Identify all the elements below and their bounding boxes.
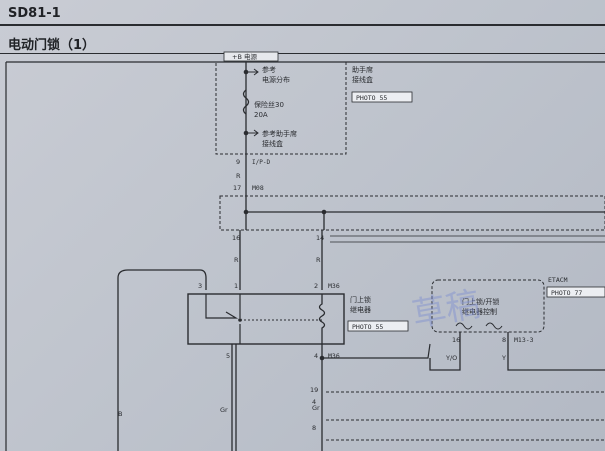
etacm-switch-symbol [455,322,503,330]
fuse-label-1: 保险丝30 [254,100,284,109]
relay-label-1: 门上锁 [350,295,371,304]
shield-lines [330,235,605,243]
etacm-wires [429,332,605,371]
pin-19: 19 [310,386,318,394]
relay-pin-3: 3 [198,282,202,290]
fuse-symbol [242,89,250,115]
page-code: SD81-1 [8,6,61,21]
pin-16-top: 16 [232,234,240,242]
photo-77-box [546,286,605,298]
bus-wire [245,196,605,213]
ref-arrow-1 [246,68,259,76]
header-rule [0,24,605,26]
ref-fuse-box-2: 接线盒 [262,139,283,148]
jp-pin: 9 [236,158,240,166]
page-title: 电动门锁（1） [8,38,96,53]
wire-r1: R [236,172,241,180]
m08-pin: 17 [233,184,241,192]
relay-pin-1: 1 [234,282,238,290]
jp-connector: I/P-D [252,159,270,166]
etacm-connector: M13-3 [514,336,534,344]
relay-pin-4: 4 [314,352,318,360]
relay-label-2: 继电器 [350,305,371,314]
junction-block-outline [219,195,605,231]
wire-b: B [118,410,122,418]
wire-r2: R [234,256,239,264]
power-label: +B 电源 [232,52,257,61]
watermark: 草稿 [409,284,483,335]
etacm-pin-8: 8 [502,336,506,344]
pin-14-top: 14 [316,234,324,242]
title-rule [0,53,605,54]
fuse-box-label-2: 接线盒 [352,75,373,84]
etacm-label: ETACM [548,276,568,284]
fuse-label-2: 20A [254,111,268,119]
loop-wire-b [117,269,207,451]
relay-connector: M36 [328,282,340,290]
etacm-pin-16: 16 [452,336,460,344]
ref-power-2: 电源分布 [262,75,290,84]
ref-fuse-box-1: 参考助手席 [262,129,297,138]
pin-8: 8 [312,424,316,432]
relay-connector-bottom: M36 [328,352,340,360]
etacm-control-2: 继电器控制 [462,307,497,316]
ref-arrow-2 [246,129,259,137]
fuse-box-outline [215,61,347,155]
relay-pin-2: 2 [314,282,318,290]
relay-switch [205,294,241,344]
m08-connector: M08 [252,184,264,192]
wire-gr1: Gr [220,406,228,414]
relay-coil [318,294,326,344]
relay-feed-wires [239,230,323,290]
wire-y: Y [501,354,506,362]
relay-output-wires [231,344,323,451]
photo-77: PHOTO 77 [551,289,582,297]
wire-yo: Y/O [445,354,457,362]
photo-55-a: PHOTO 55 [356,94,387,102]
power-label-box [223,51,279,62]
ref-power-1: 参考 [262,65,276,74]
etacm-outline [431,279,545,333]
relay-pin-5: 5 [226,352,230,360]
wire-gr2: Gr [312,404,320,412]
fuse-box-label-1: 助手席 [352,65,373,74]
photo-55-box-b [347,320,409,332]
photo-55-b: PHOTO 55 [352,323,383,331]
wire-r3: R [316,256,321,264]
etacm-control-1: 门上锁/开锁 [462,297,499,306]
relay-box [187,293,345,345]
photo-55-box-a [351,91,413,103]
bus-drops [245,212,325,230]
pin-4: 4 [312,398,316,406]
wire-to-etacm [322,343,431,359]
junction-dot [319,355,325,361]
